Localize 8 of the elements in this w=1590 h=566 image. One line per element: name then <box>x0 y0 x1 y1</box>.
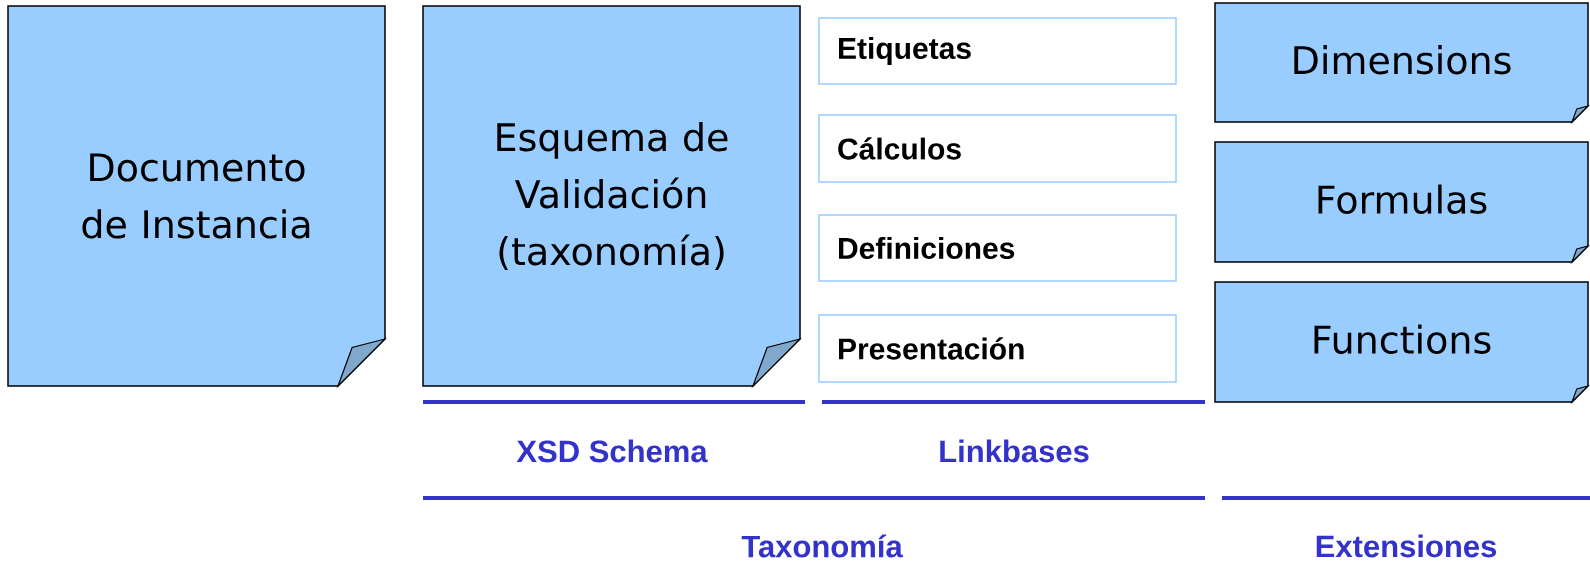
section-label: XSD Schema <box>516 439 708 463</box>
linkbase-box: Definiciones <box>818 214 1177 282</box>
section-label: Taxonomía <box>741 534 903 558</box>
linkbase-box: Cálculos <box>818 114 1177 183</box>
section-label: Linkbases <box>940 439 1089 463</box>
linkbase-box: Etiquetas <box>818 17 1177 85</box>
linkbase-box: Presentación <box>818 314 1177 383</box>
section-label: Extensiones <box>1316 534 1497 558</box>
